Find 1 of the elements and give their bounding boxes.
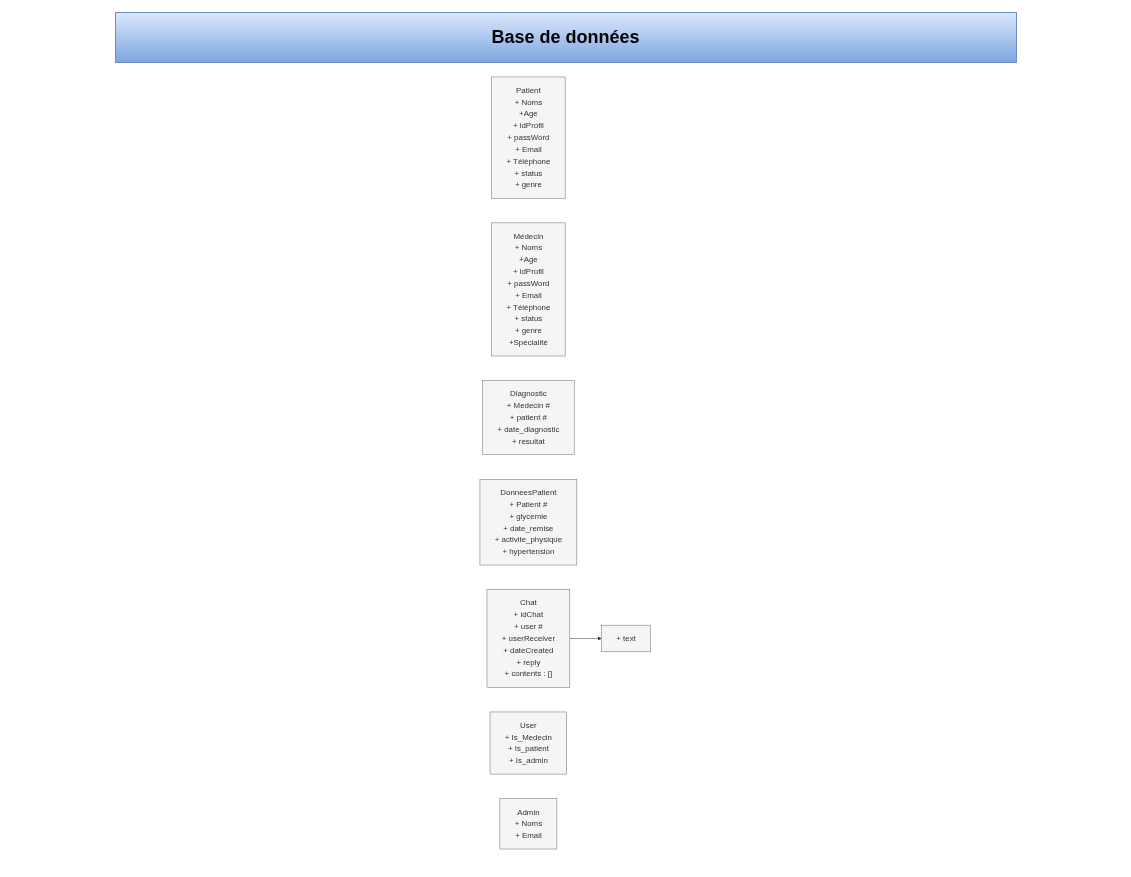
diagram-title: Base de données	[114, 12, 1017, 63]
